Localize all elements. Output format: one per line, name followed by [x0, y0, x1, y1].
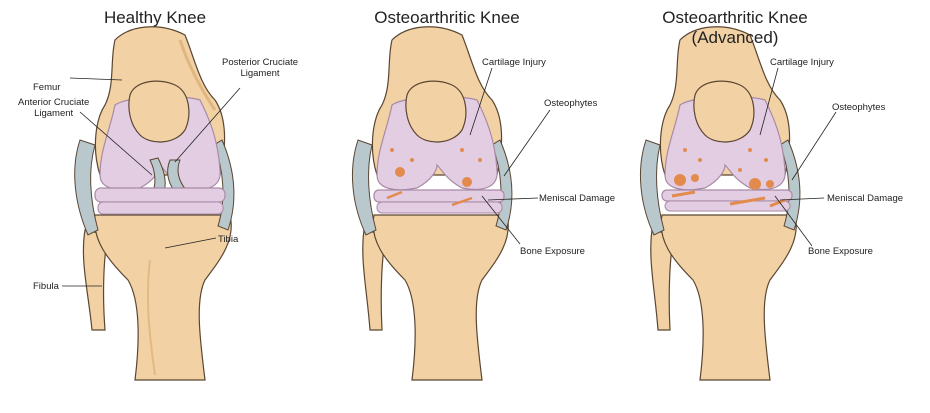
osteoarthritic-knee-illustration [351, 26, 551, 381]
label-bone-exposure: Bone Exposure [520, 246, 585, 257]
label-meniscal-damage: Meniscal Damage [539, 193, 616, 204]
lateral-ligament [639, 139, 801, 236]
lateral-ligament [351, 139, 513, 236]
panel-title: Osteoarthritic Knee [374, 8, 520, 27]
panel-healthy-knee: Healthy Knee Femur Posterior Cruciate Li… [0, 0, 310, 413]
panel-osteoarthritic-knee-advanced: Osteoarthritic Knee (Advanced) Cartilage… [580, 0, 903, 413]
label-bone-exposure: Bone Exposure [808, 246, 873, 257]
label-fibula: Fibula [33, 281, 59, 292]
label-anterior-cruciate-ligament: Anterior Cruciate Ligament [18, 97, 90, 119]
label-cartilage-injury: Cartilage Injury [482, 57, 546, 68]
tibia [372, 214, 509, 381]
advanced-osteoarthritic-knee-illustration [639, 26, 837, 381]
tibia [660, 214, 797, 381]
patella [405, 80, 467, 143]
healthy-knee-illustration [62, 26, 241, 381]
label-cartilage-injury: Cartilage Injury [770, 57, 834, 68]
panel-title: Osteoarthritic Knee (Advanced) [662, 8, 808, 47]
label-meniscal-damage: Meniscal Damage [827, 193, 904, 204]
label-tibia: Tibia [218, 234, 239, 245]
cartilage-lesions [674, 148, 774, 190]
leader-lines [62, 77, 241, 287]
patella [693, 80, 755, 143]
cartilage-lesions [390, 148, 482, 187]
label-femur: Femur [33, 82, 61, 93]
label-posterior-cruciate-ligament: Posterior Cruciate Ligament [222, 57, 299, 79]
meniscus-damaged [661, 189, 793, 212]
label-osteophytes: Osteophytes [544, 98, 598, 109]
leader-lines [759, 67, 837, 247]
label-osteophytes: Osteophytes [832, 102, 886, 113]
panel-title: Healthy Knee [103, 8, 207, 27]
meniscus [94, 187, 226, 215]
leader-lines [469, 67, 551, 245]
femoral-cartilage-damaged [376, 96, 498, 191]
panel-osteoarthritic-knee: Osteoarthritic Knee Cartilage Injury Ost… [292, 0, 615, 413]
patella [128, 80, 190, 143]
femoral-cartilage-damaged [664, 96, 786, 191]
tibia [94, 214, 232, 381]
meniscus-damaged [373, 189, 505, 214]
